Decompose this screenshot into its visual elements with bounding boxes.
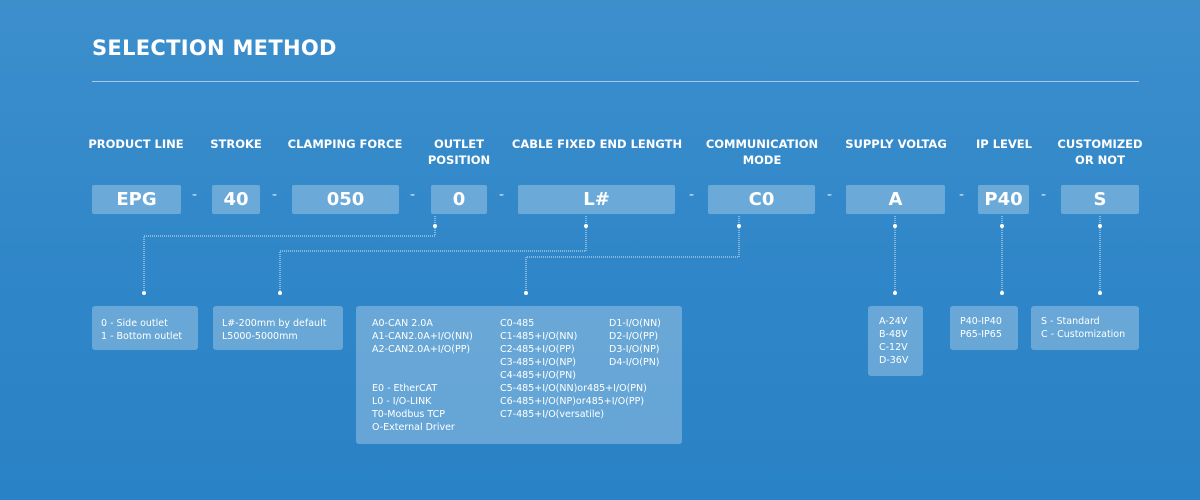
- separator: -: [192, 187, 198, 203]
- code-box-product-line: EPG: [92, 185, 181, 214]
- option-item: S - Standard: [1041, 316, 1100, 327]
- option-item: E0 - EtherCAT: [372, 383, 438, 394]
- connector-dot: [893, 224, 897, 228]
- connector-outlet: [143, 216, 436, 293]
- connector-dot: [893, 291, 897, 295]
- options-communication-mode: A0-CAN 2.0A A1-CAN2.0A+I/O(NN) A2-CAN2.0…: [356, 306, 682, 444]
- options-supply-voltage: A-24V B-48V C-12V D-36V: [868, 306, 923, 376]
- connector-dot: [1000, 291, 1004, 295]
- options-outlet-position: 0 - Side outlet 1 - Bottom outlet: [92, 306, 198, 350]
- header-cable-length: CABLE FIXED END LENGTH: [511, 137, 683, 151]
- options-customized: S - Standard C - Customization: [1031, 306, 1139, 350]
- connector-dot: [524, 291, 528, 295]
- option-item: L5000-5000mm: [222, 331, 298, 342]
- option-item: C-12V: [879, 342, 908, 353]
- option-item: C1-485+I/O(NN): [500, 331, 578, 342]
- option-item: L#-200mm by default: [222, 318, 327, 329]
- connector-cable: [279, 216, 587, 293]
- separator: -: [827, 187, 833, 203]
- header-stroke: STROKE: [210, 137, 262, 151]
- option-item: P40-IP40: [960, 316, 1002, 327]
- header-outlet-line2: POSITION: [427, 153, 491, 167]
- separator: -: [1041, 187, 1047, 203]
- title-divider: [92, 81, 1139, 82]
- option-item: B-48V: [879, 329, 908, 340]
- option-item: C4-485+I/O(PN): [500, 370, 576, 381]
- code-box-supply-voltage: A: [846, 185, 945, 214]
- code-box-clamping-force: 050: [292, 185, 399, 214]
- code-box-outlet-position: 0: [431, 185, 487, 214]
- code-box-ip-level: P40: [978, 185, 1029, 214]
- separator: -: [959, 187, 965, 203]
- header-customized: CUSTOMIZED OR NOT: [1054, 136, 1146, 168]
- option-item: C5-485+I/O(NN)or485+I/O(PN): [500, 383, 647, 394]
- header-ip-level: IP LEVEL: [976, 137, 1032, 151]
- options-ip-level: P40-IP40 P65-IP65: [950, 306, 1018, 350]
- options-cable-length: L#-200mm by default L5000-5000mm: [213, 306, 343, 350]
- header-outlet-position: OUTLET POSITION: [418, 136, 500, 168]
- separator: -: [410, 187, 416, 203]
- connector-dot: [737, 224, 741, 228]
- separator: -: [499, 187, 505, 203]
- separator: -: [689, 187, 695, 203]
- connector-dot: [1098, 224, 1102, 228]
- option-item: D-36V: [879, 355, 909, 366]
- option-item: D3-I/O(NP): [609, 344, 660, 355]
- option-item: C3-485+I/O(NP): [500, 357, 576, 368]
- header-product-line: PRODUCT LINE: [88, 137, 184, 151]
- option-item: C0-485: [500, 318, 535, 329]
- header-outlet-line1: OUTLET: [434, 137, 484, 151]
- connector-comm: [525, 216, 740, 293]
- connector-dot: [584, 224, 588, 228]
- code-box-stroke: 40: [212, 185, 260, 214]
- option-item: C2-485+I/O(PP): [500, 344, 575, 355]
- header-comm-line1: COMMUNICATION: [705, 137, 819, 151]
- connector-dot: [1000, 224, 1004, 228]
- header-clamping-force: CLAMPING FORCE: [287, 137, 403, 151]
- code-box-customized: S: [1061, 185, 1139, 214]
- option-item: D4-I/O(PN): [609, 357, 660, 368]
- option-item: C7-485+I/O(versatile): [500, 409, 605, 420]
- option-item: O-External Driver: [372, 422, 455, 433]
- header-custom-line1: CUSTOMIZED: [1057, 137, 1143, 151]
- header-communication-mode: COMMUNICATION MODE: [700, 136, 824, 168]
- option-item: D1-I/O(NN): [609, 318, 661, 329]
- connector-dot: [433, 224, 437, 228]
- option-item: C - Customization: [1041, 329, 1126, 340]
- connector-dot: [142, 291, 146, 295]
- option-item: P65-IP65: [960, 329, 1002, 340]
- header-comm-line2: MODE: [742, 153, 782, 167]
- code-box-communication-mode: C0: [708, 185, 815, 214]
- page-title: SELECTION METHOD: [92, 36, 337, 60]
- header-supply-voltage: SUPPLY VOLTAG: [845, 137, 947, 151]
- code-box-cable-length: L#: [518, 185, 675, 214]
- option-item: 0 - Side outlet: [101, 318, 168, 329]
- option-item: C6-485+I/O(NP)or485+I/O(PP): [500, 396, 645, 407]
- option-item: A-24V: [879, 316, 908, 327]
- option-item: A2-CAN2.0A+I/O(PP): [372, 344, 471, 355]
- option-item: A1-CAN2.0A+I/O(NN): [372, 331, 473, 342]
- option-item: 1 - Bottom outlet: [101, 331, 183, 342]
- option-item: A0-CAN 2.0A: [372, 318, 433, 329]
- connector-dot: [278, 291, 282, 295]
- connector-dot: [1098, 291, 1102, 295]
- option-item: D2-I/O(PP): [609, 331, 659, 342]
- option-item: L0 - I/O-LINK: [372, 396, 432, 407]
- header-custom-line2: OR NOT: [1075, 153, 1125, 167]
- option-item: T0-Modbus TCP: [372, 409, 445, 420]
- separator: -: [272, 187, 278, 203]
